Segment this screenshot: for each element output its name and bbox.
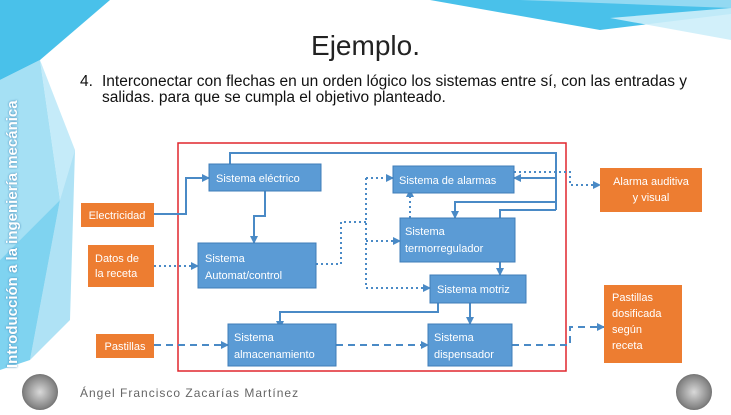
output-box-dosificadas [604, 285, 682, 363]
connector-electrico-automat [250, 191, 266, 244]
university-seal-icon-right [676, 374, 712, 410]
system-label-motriz: Sistema motriz [437, 284, 510, 296]
system-label-electrico: Sistema eléctrico [216, 173, 300, 185]
author-name: Ángel Francisco Zacarías Martínez [80, 386, 300, 400]
connector-bus-termo [451, 201, 556, 219]
input-box-electricidad [81, 203, 154, 227]
course-side-label: Introducción a la ingeniería mecánica [4, 100, 21, 368]
system-box-alarmas [392, 165, 515, 194]
system-box-termo [399, 217, 516, 263]
decorative-background [0, 0, 731, 370]
connector-power-bus [229, 152, 557, 210]
system-box-motriz [429, 274, 527, 304]
output-box-alarma [600, 168, 702, 212]
slide-title: Ejemplo. [311, 30, 420, 61]
connector-dispensador-output [512, 323, 605, 346]
system-label-alarmas: Sistema de alarmas [399, 175, 497, 187]
signal-connectors [154, 171, 601, 292]
connector-electricidad-electrico [153, 174, 210, 215]
input-boxes [81, 203, 154, 358]
input-box-pastillas [96, 334, 154, 358]
system-boxes [197, 163, 527, 367]
system-box-dispensador [427, 323, 513, 367]
input-label-electricidad: Electricidad [89, 210, 146, 222]
instruction-number: 4. [80, 73, 93, 90]
output-boxes [600, 168, 702, 363]
input-box-datos [88, 245, 154, 287]
system-box-automat [197, 242, 317, 289]
instruction-text: Interconectar con flechas en un orden ló… [102, 73, 688, 106]
university-seal-icon-left [22, 374, 58, 410]
connector-automat-bus [316, 221, 366, 265]
diagram-frame [177, 142, 567, 372]
input-label-pastillas: Pastillas [105, 341, 146, 353]
system-box-electrico [208, 163, 322, 192]
system-box-almacen [227, 323, 337, 367]
connector-motriz-almacen [276, 303, 439, 329]
